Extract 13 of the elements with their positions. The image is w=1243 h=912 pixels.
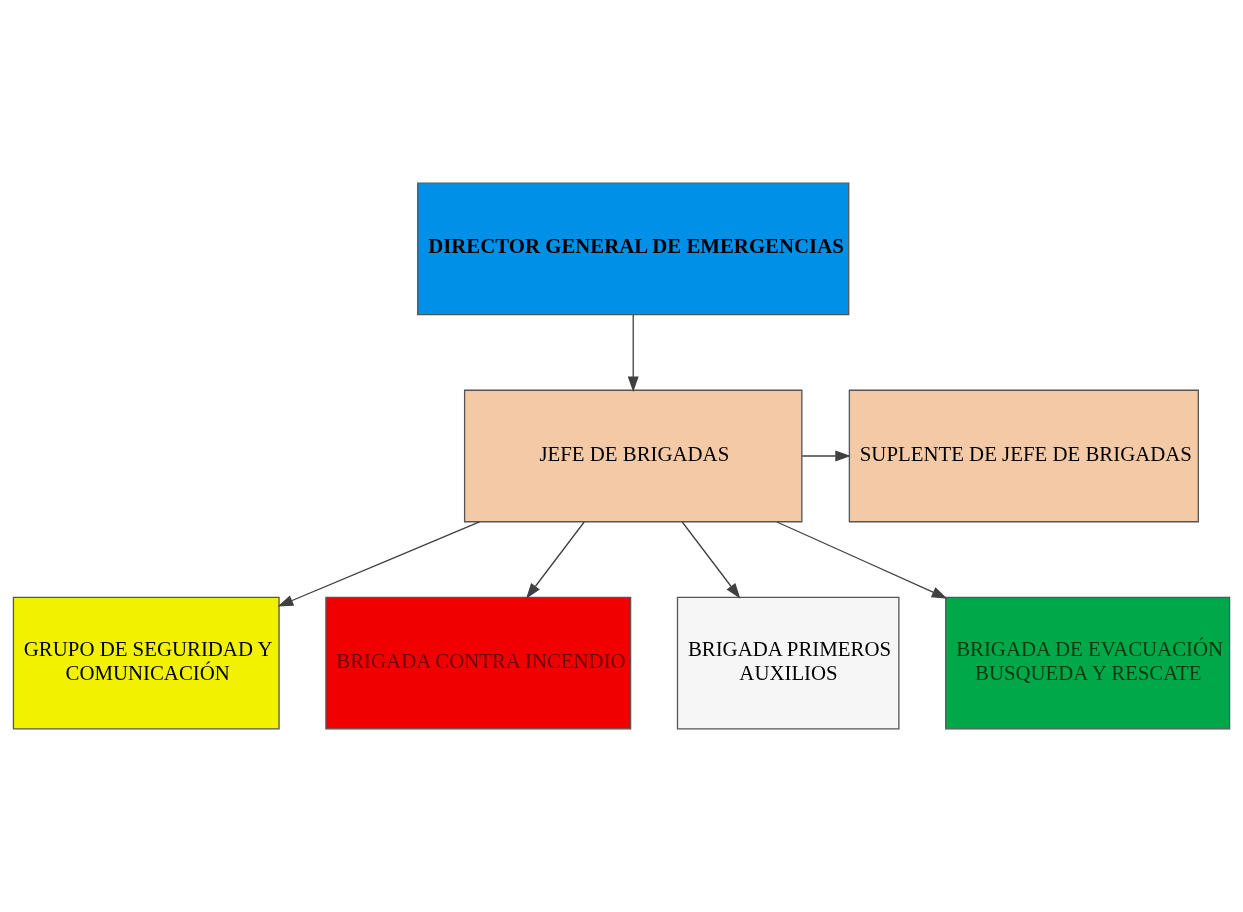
node-box: BRIGADA DE EVACUACIÓN BUSQUEDA Y RESCATE <box>945 596 1231 730</box>
node-box: BRIGADA CONTRA INCENDIO <box>325 596 632 730</box>
arrow <box>277 521 481 607</box>
node-box: DIRECTOR GENERAL DE EMERGENCIAS <box>417 182 850 316</box>
node-box: JEFE DE BRIGADAS <box>463 389 803 523</box>
arrow <box>801 450 851 462</box>
node-box: BRIGADA PRIMEROS AUXILIOS <box>676 596 900 730</box>
arrow <box>776 521 948 599</box>
arrow <box>681 521 741 599</box>
arrow <box>627 314 639 393</box>
node-box: GRUPO DE SEGURIDAD Y COMUNICACIÓN <box>12 596 280 730</box>
arrow <box>526 521 585 599</box>
node-box: SUPLENTE DE JEFE DE BRIGADAS <box>848 389 1199 523</box>
